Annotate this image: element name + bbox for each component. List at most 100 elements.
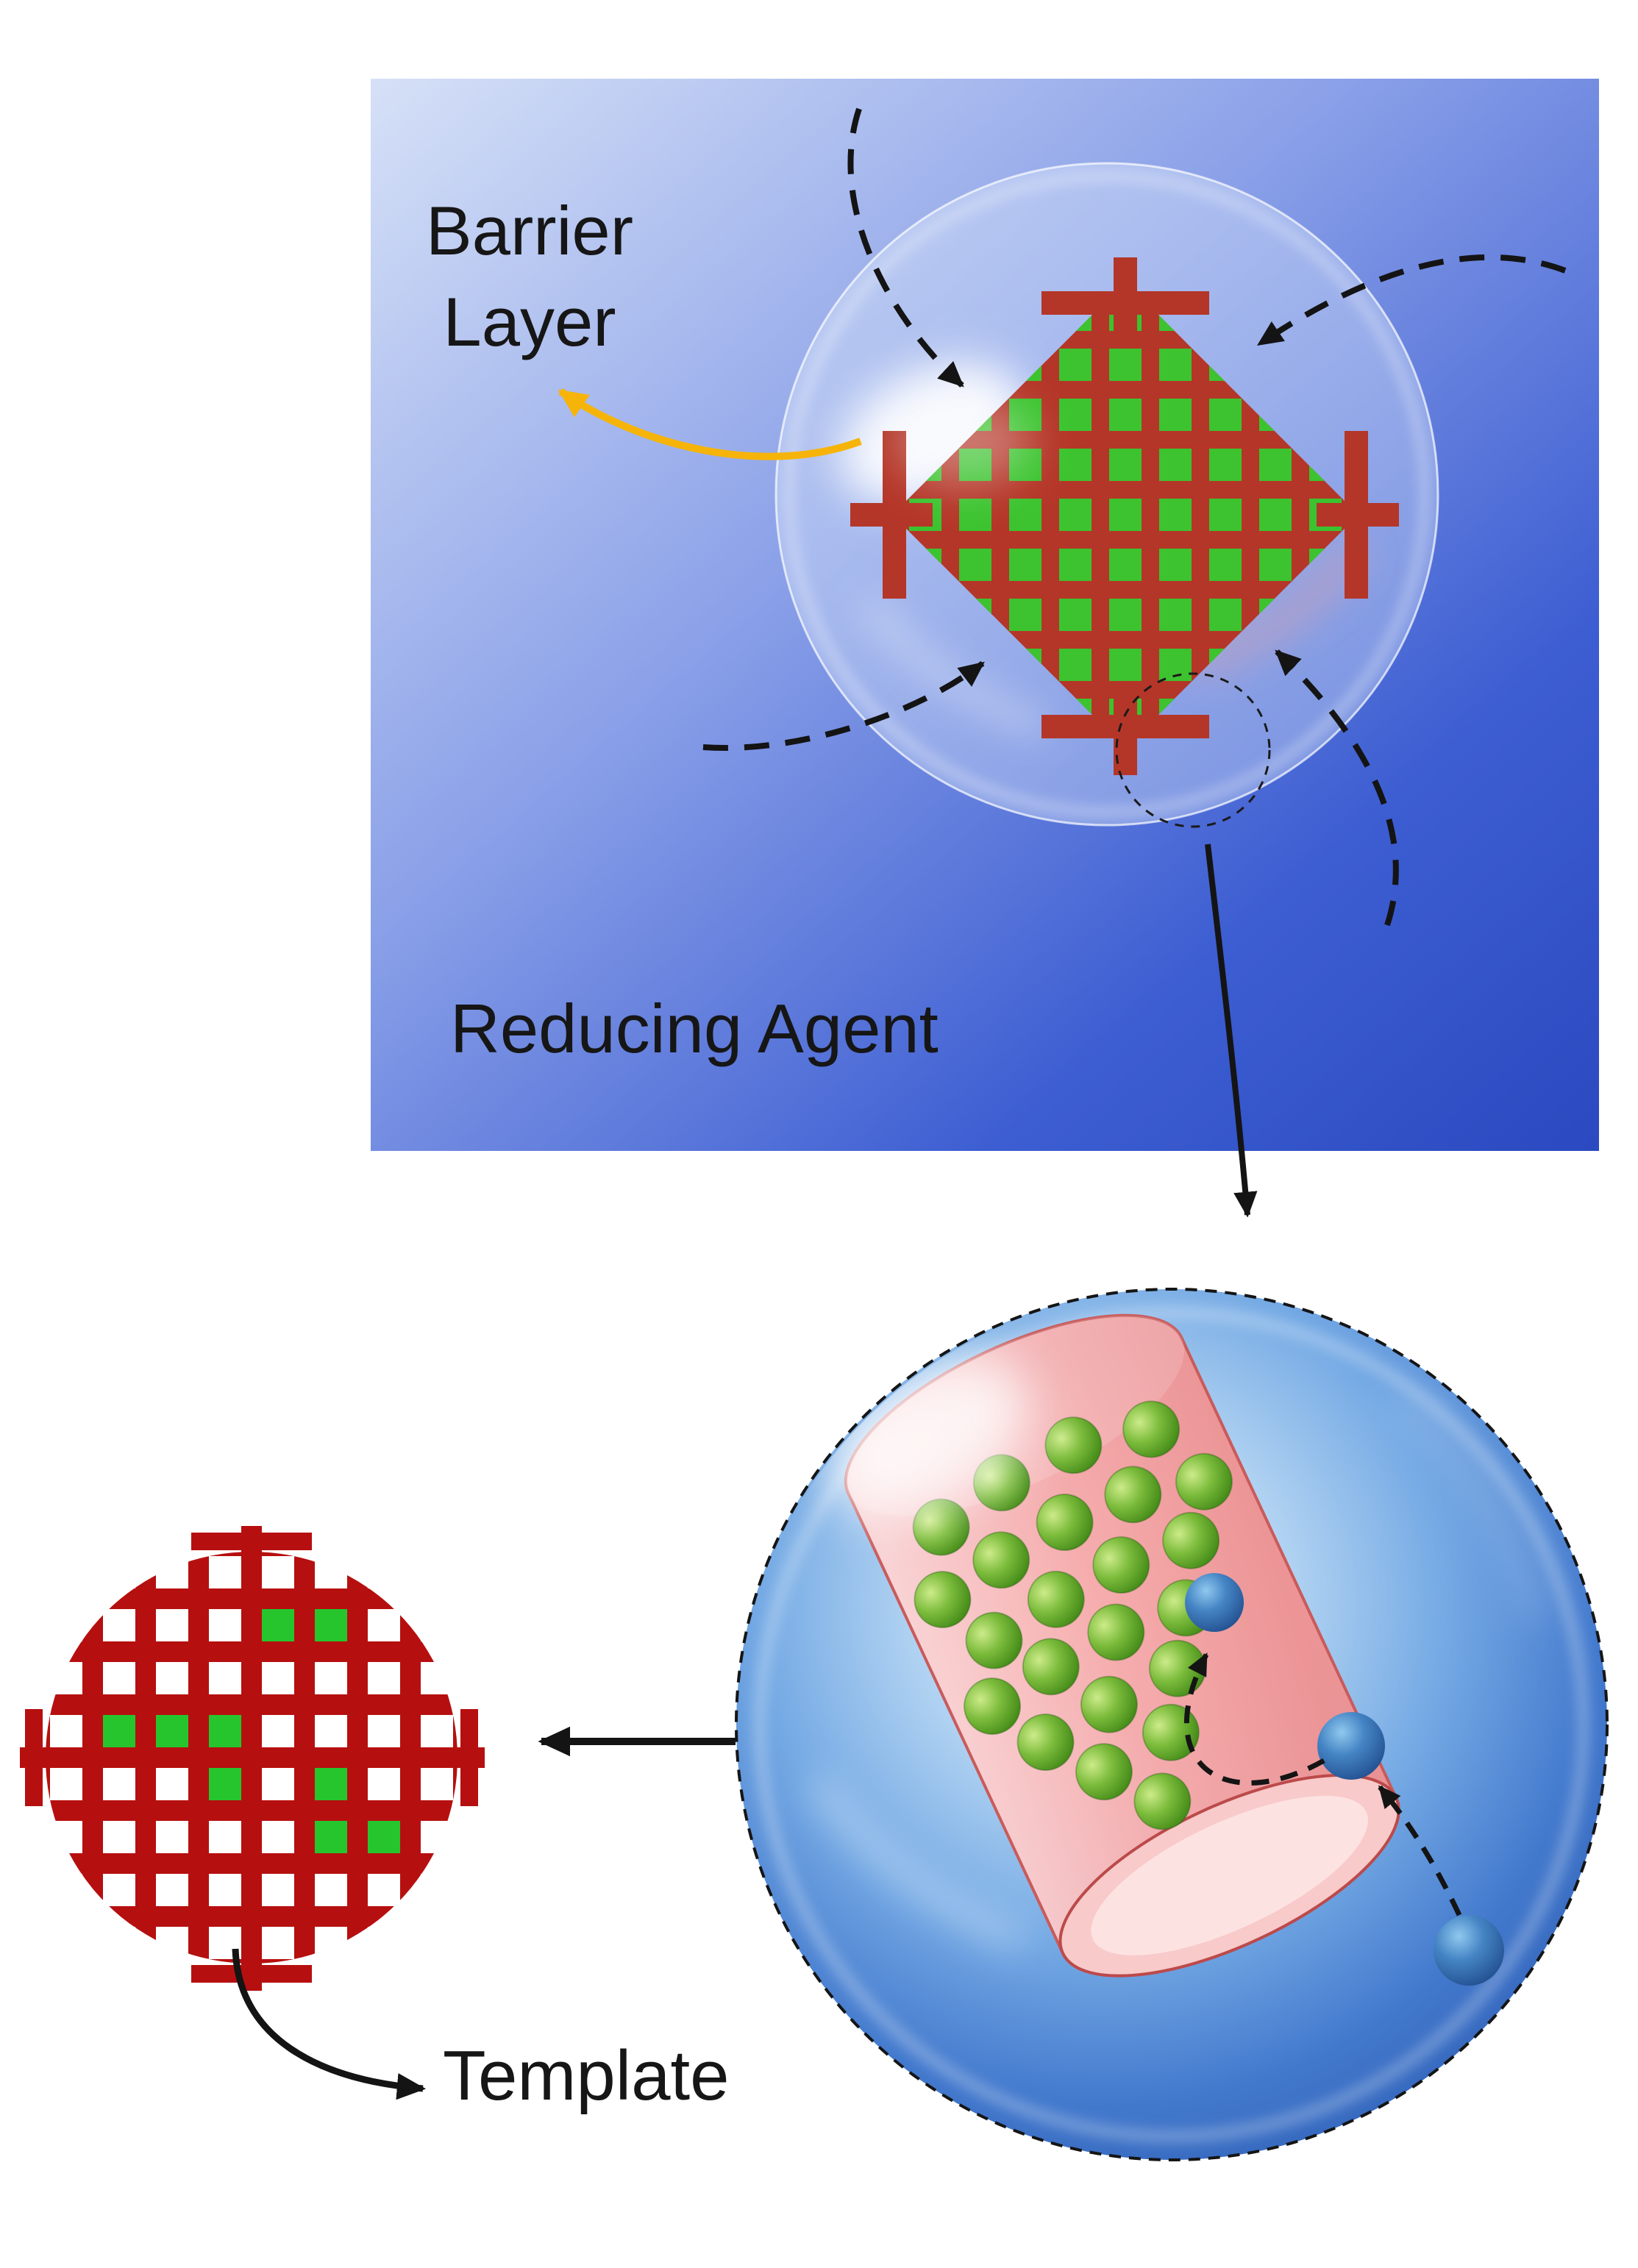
lattice-sheen — [894, 396, 1033, 487]
barrier-layer-line2: Layer — [443, 283, 616, 361]
diffusion-arrows — [1183, 1652, 1462, 1916]
green-particle — [1075, 1743, 1133, 1801]
green-cell — [1159, 349, 1192, 381]
template-green-cell — [260, 1607, 296, 1644]
green-particle — [1104, 1466, 1162, 1524]
green-particle — [1036, 1494, 1094, 1552]
green-particle — [1080, 1675, 1138, 1733]
template-vertical-bar — [400, 1552, 421, 1964]
dashed-arrow-bottom-left — [702, 660, 985, 751]
green-cell — [959, 549, 991, 581]
green-particles-group — [912, 1400, 1233, 1830]
diffusion-arrow-outer — [1378, 1785, 1462, 1916]
template-vertical-bar — [294, 1552, 315, 1964]
green-cell — [1059, 399, 1092, 431]
dashed-arrow-right — [1256, 254, 1567, 347]
green-cell — [1209, 449, 1242, 481]
green-particle — [972, 1531, 1030, 1589]
green-cell — [1159, 599, 1192, 631]
template-label-arrow — [232, 1948, 427, 2100]
barrier-layer-label: Barrier Layer — [408, 185, 651, 368]
green-cell — [1109, 399, 1142, 431]
green-cell — [1109, 499, 1142, 531]
zoom-connector-arrow — [1205, 844, 1258, 1218]
template-green-cell — [366, 1819, 402, 1855]
diffusion-arrow-into-channel — [1183, 1652, 1325, 1786]
template-horizontal-bar — [46, 1747, 457, 1768]
template-horizontal-bar — [46, 1906, 457, 1927]
green-particle — [1044, 1416, 1103, 1474]
dashed-arrow-top — [847, 107, 964, 388]
green-cell — [1259, 549, 1292, 581]
sphere-rim-highlight — [1392, 1391, 1545, 1620]
template-horizontal-bar — [46, 1853, 457, 1874]
green-cell — [1059, 599, 1092, 631]
green-particle — [1175, 1452, 1233, 1511]
green-particle — [914, 1571, 972, 1629]
green-cell — [1259, 449, 1292, 481]
green-cell — [1109, 349, 1142, 381]
dashed-arrow-bottom-right — [1275, 649, 1399, 927]
template-vertical-bar — [347, 1552, 368, 1964]
barrier-layer-arrow — [558, 388, 862, 460]
template-green-cell — [207, 1766, 243, 1802]
blue-particle — [1434, 1915, 1504, 1986]
template-green-cell — [154, 1713, 190, 1750]
template-green-cell — [313, 1607, 349, 1644]
green-cell — [1059, 449, 1092, 481]
reducing-agent-panel — [371, 79, 1599, 1151]
green-particle — [964, 1677, 1022, 1736]
green-cell — [1159, 399, 1192, 431]
green-cell — [1059, 649, 1092, 681]
green-cell — [1159, 449, 1192, 481]
green-cell — [1159, 549, 1192, 581]
template-label: Template — [443, 2036, 730, 2115]
green-cell — [1209, 549, 1242, 581]
green-particle — [1087, 1603, 1145, 1661]
template-green-cell — [101, 1713, 138, 1750]
green-particle — [1133, 1772, 1192, 1830]
green-cell — [1009, 599, 1041, 631]
green-cell — [1209, 499, 1242, 531]
green-cell — [1209, 399, 1242, 431]
nanochannel-cylinder — [844, 1313, 1400, 1978]
green-cell — [1059, 549, 1092, 581]
template-lattice — [20, 1526, 485, 1991]
template-grid-bars — [46, 1552, 457, 1964]
template-protruding-bars — [20, 1526, 485, 1991]
green-cell — [1059, 349, 1092, 381]
green-particle — [1016, 1714, 1075, 1772]
zoom-region-circle — [1115, 672, 1271, 828]
green-cell — [1109, 549, 1142, 581]
green-cell — [1009, 499, 1041, 531]
lattice-protruding-bars — [850, 257, 1399, 775]
green-particle — [1092, 1536, 1150, 1594]
reducing-agent-arrows — [702, 107, 1567, 927]
green-cell — [1009, 549, 1041, 581]
blue-particles-group — [1185, 1573, 1504, 1986]
green-cell — [1259, 499, 1292, 531]
green-cell — [1059, 499, 1092, 531]
sphere-inner-rim — [753, 1306, 1590, 2143]
green-cell — [1159, 499, 1192, 531]
green-particle — [1022, 1638, 1080, 1696]
bubble-pink-reflection — [1187, 540, 1367, 678]
bubble-inner-rim — [784, 171, 1430, 817]
sphere-lower-highlight — [808, 1774, 1027, 1950]
template-green-cell — [207, 1713, 243, 1750]
blue-particle — [1317, 1712, 1385, 1780]
template-green-cell — [313, 1766, 349, 1802]
template-horizontal-bar — [46, 1800, 457, 1821]
green-particle — [965, 1611, 1023, 1669]
green-cell — [1209, 599, 1242, 631]
reducing-agent-label: Reducing Agent — [450, 990, 939, 1067]
bubble-lower-highlight — [861, 598, 1047, 736]
barrier-layer-line1: Barrier — [425, 192, 634, 269]
cylinder-open-end-inner — [1091, 1795, 1368, 1955]
green-cell — [1109, 599, 1142, 631]
blue-particle — [1185, 1573, 1244, 1632]
green-cell — [959, 499, 991, 531]
green-particle — [1027, 1570, 1085, 1628]
